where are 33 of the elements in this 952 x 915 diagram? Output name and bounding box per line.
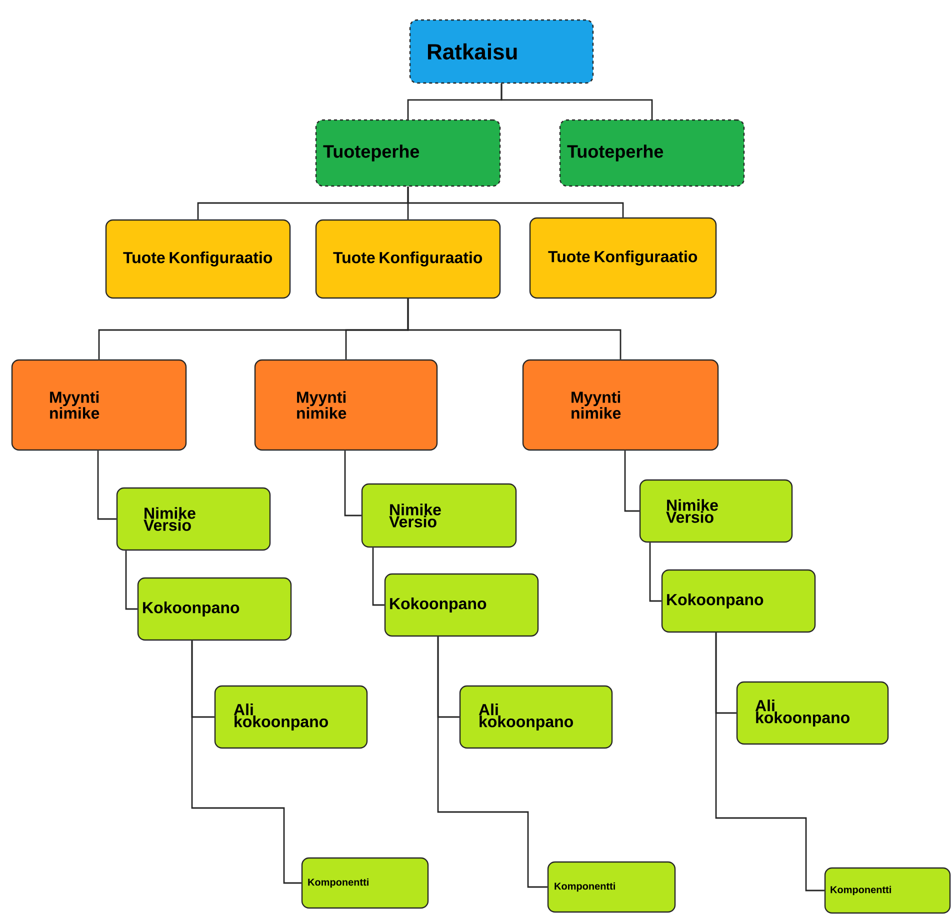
rounded-box: Komponentti — [547, 861, 676, 913]
connector — [715, 632, 824, 892]
rounded-box: Tuote Konfiguraatio — [105, 219, 291, 299]
rounded-box: Ali kokoonpano — [459, 685, 613, 749]
rounded-box: Komponentti — [301, 857, 429, 909]
connector — [125, 550, 138, 610]
connector — [191, 640, 302, 884]
rounded-box: Nimike Versio — [116, 487, 271, 551]
dashed-box: Ratkaisu — [409, 19, 594, 84]
rounded-box: Myynti nimike — [522, 359, 719, 451]
connector — [437, 636, 548, 888]
rounded-box: Komponentti — [824, 867, 951, 914]
connector — [407, 186, 624, 218]
rounded-box: Myynti nimike — [11, 359, 187, 451]
connector — [344, 450, 362, 516]
rounded-box: Myynti nimike — [254, 359, 438, 451]
rounded-box: Ali kokoonpano — [214, 685, 368, 749]
connector — [407, 298, 622, 360]
connector — [624, 450, 640, 512]
dashed-box: Tuoteperhe — [315, 119, 501, 187]
rounded-box: Kokoonpano — [384, 573, 539, 637]
connector — [649, 542, 662, 602]
rounded-box: Nimike Versio — [639, 479, 793, 543]
connector — [500, 84, 653, 120]
connector — [97, 450, 116, 520]
rounded-box: Tuote Konfiguraatio — [529, 217, 717, 299]
rounded-box: Kokoonpano — [137, 577, 292, 641]
rounded-box: Ali kokoonpano — [736, 681, 889, 745]
rounded-box: Tuote Konfiguraatio — [315, 219, 501, 299]
rounded-box: Nimike Versio — [361, 483, 517, 548]
dashed-box: Tuoteperhe — [559, 119, 745, 187]
connector — [372, 548, 384, 606]
rounded-box: Kokoonpano — [661, 569, 816, 633]
